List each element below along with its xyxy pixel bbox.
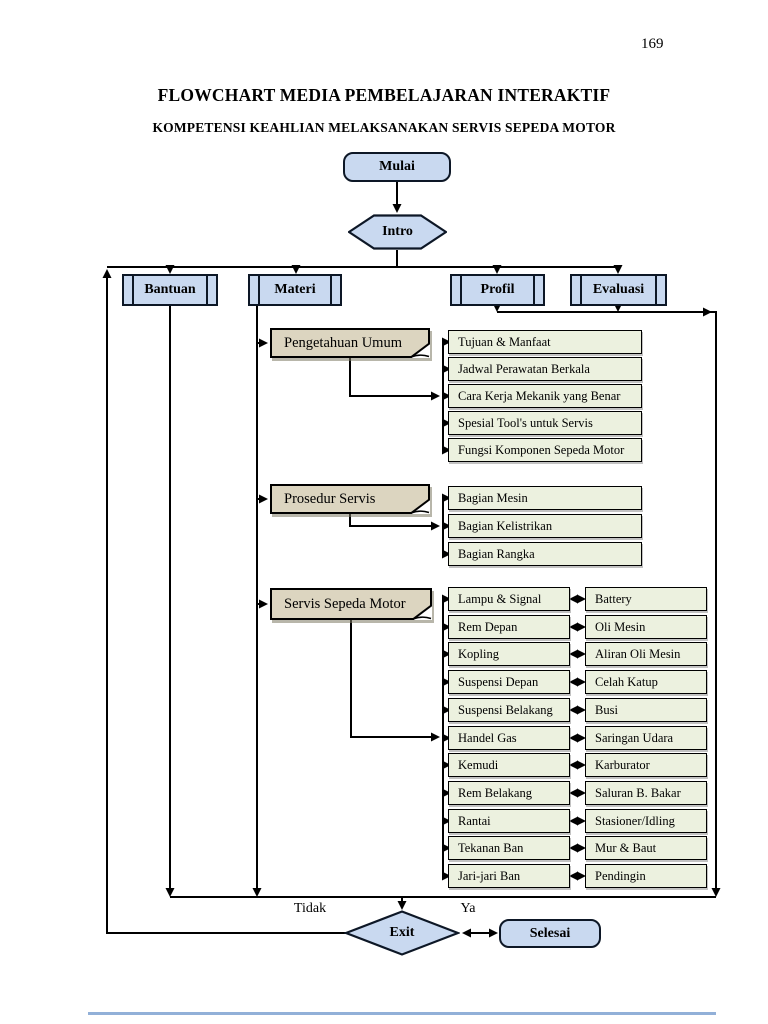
- list-item: Jari-jari Ban: [448, 864, 570, 888]
- list-item: Mur & Baut: [585, 836, 707, 860]
- list-item: Karburator: [585, 753, 707, 777]
- intro-node-label: Intro: [382, 224, 413, 239]
- section-title: Pengetahuan Umum: [284, 335, 402, 351]
- folded-corner-icon: [410, 499, 430, 514]
- list-item: Lampu & Signal: [448, 587, 570, 611]
- menu-item-bantuan: Bantuan: [122, 274, 218, 306]
- finish-node-label: Selesai: [529, 925, 571, 941]
- list-item: Bagian Kelistrikan: [448, 514, 642, 538]
- finish-node: Selesai: [499, 919, 601, 948]
- label-ya: Ya: [460, 901, 476, 916]
- exit-decision-label: Exit: [389, 925, 415, 940]
- list-item: Saluran B. Bakar: [585, 781, 707, 805]
- list-item: Stasioner/Idling: [585, 809, 707, 833]
- folded-corner-icon: [412, 605, 432, 620]
- menu-item-materi: Materi: [248, 274, 342, 306]
- list-item: Busi: [585, 698, 707, 722]
- menu-label: Profil: [480, 282, 515, 297]
- section-prosedur-servis: Prosedur Servis: [270, 484, 430, 514]
- page-number: 169: [641, 36, 664, 52]
- list-item: Tujuan & Manfaat: [448, 330, 642, 354]
- hexagon-shape-icon: [347, 214, 448, 250]
- list-item: Jadwal Perawatan Berkala: [448, 357, 642, 381]
- intro-node: Intro: [347, 214, 448, 250]
- list-item: Saringan Udara: [585, 726, 707, 750]
- list-item: Aliran Oli Mesin: [585, 642, 707, 666]
- list-item: Rem Belakang: [448, 781, 570, 805]
- list-item: Tekanan Ban: [448, 836, 570, 860]
- section-title: Prosedur Servis: [284, 491, 376, 507]
- list-item: Fungsi Komponen Sepeda Motor: [448, 438, 642, 462]
- section-servis-sepeda-motor: Servis Sepeda Motor: [270, 588, 432, 620]
- label-tidak: Tidak: [293, 901, 327, 916]
- menu-label: Bantuan: [144, 282, 196, 297]
- list-item: Cara Kerja Mekanik yang Benar: [448, 384, 642, 408]
- menu-item-evaluasi: Evaluasi: [570, 274, 667, 306]
- list-item: Rem Depan: [448, 615, 570, 639]
- list-item: Spesial Tool's untuk Servis: [448, 411, 642, 435]
- list-item: Kemudi: [448, 753, 570, 777]
- start-node: Mulai: [343, 152, 451, 182]
- menu-label: Evaluasi: [592, 282, 645, 297]
- list-item: Bagian Mesin: [448, 486, 642, 510]
- bottom-rule: [88, 1012, 716, 1015]
- menu-item-profil: Profil: [450, 274, 545, 306]
- section-title: Servis Sepeda Motor: [284, 596, 406, 612]
- flowchart-subtitle: KOMPETENSI KEAHLIAN MELAKSANAKAN SERVIS …: [152, 120, 616, 135]
- flowchart-title: FLOWCHART MEDIA PEMBELAJARAN INTERAKTIF: [157, 85, 611, 105]
- list-item: Rantai: [448, 809, 570, 833]
- folded-corner-icon: [410, 343, 430, 358]
- exit-decision: Exit: [342, 910, 462, 956]
- list-item: Suspensi Depan: [448, 670, 570, 694]
- list-item: Oli Mesin: [585, 615, 707, 639]
- menu-label: Materi: [274, 282, 316, 297]
- list-item: Kopling: [448, 642, 570, 666]
- list-item: Suspensi Belakang: [448, 698, 570, 722]
- list-item: Battery: [585, 587, 707, 611]
- list-item: Handel Gas: [448, 726, 570, 750]
- section-pengetahuan-umum: Pengetahuan Umum: [270, 328, 430, 358]
- list-item: Pendingin: [585, 864, 707, 888]
- list-item: Bagian Rangka: [448, 542, 642, 566]
- start-node-label: Mulai: [379, 159, 415, 174]
- list-item: Celah Katup: [585, 670, 707, 694]
- diamond-shape-icon: [342, 910, 462, 956]
